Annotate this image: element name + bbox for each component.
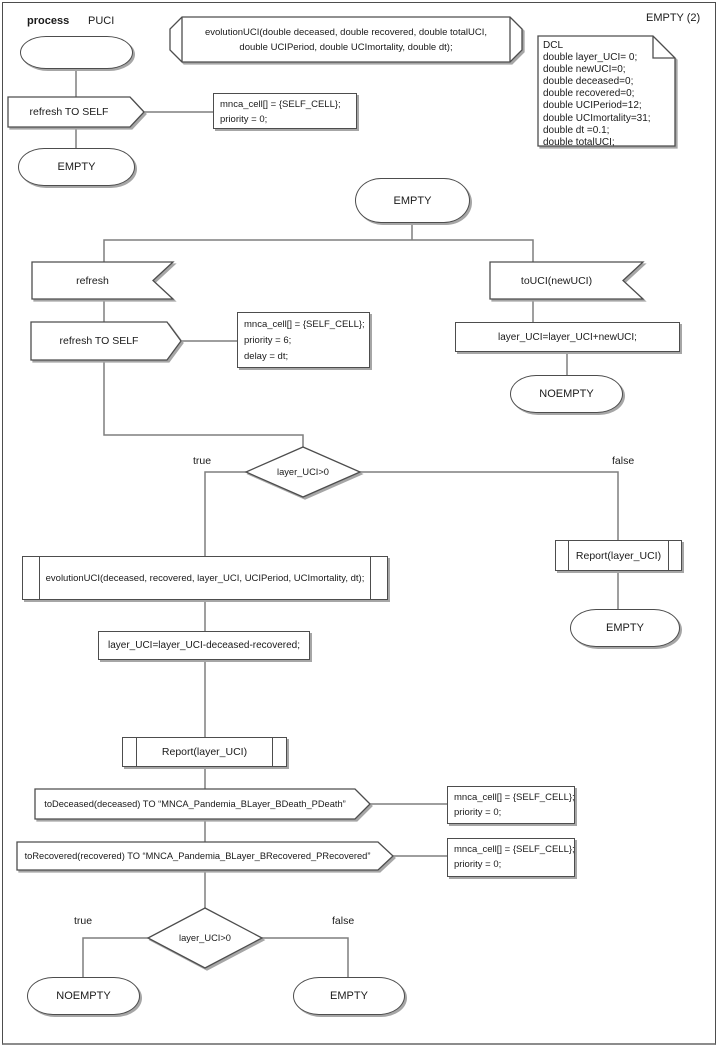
decision2-true-label: true [74, 915, 93, 927]
decision1-false-label: false [612, 455, 635, 467]
call-text: Report(layer_UCI) [575, 549, 662, 562]
state-label: EMPTY [330, 990, 368, 1002]
comment-line: mnca_cell[] = {SELF_CELL}; [454, 844, 575, 855]
page-state-label: EMPTY (2) [646, 12, 701, 24]
state-empty-bottom[interactable]: EMPTY [293, 977, 405, 1015]
input-refresh[interactable] [31, 261, 175, 300]
call-inner-lines [136, 737, 273, 767]
call-text: evolutionUCI(deceased, recovered, layer_… [45, 572, 365, 584]
call-report-true[interactable]: Report(layer_UCI) [122, 737, 287, 767]
output-to-recovered-label: toRecovered(recovered) TO “MNCA_Pandemia… [24, 851, 371, 861]
connector-to-decision1 [103, 360, 304, 448]
dcl-line: double UCIPeriod=12; [543, 100, 642, 112]
comment-line: mnca_cell[] = {SELF_CELL}; [454, 792, 575, 803]
dcl-line: DCL [543, 40, 564, 51]
decision2-false-label: false [332, 915, 355, 927]
connector-decision1-false [360, 471, 619, 540]
decision1-condition: layer_UCI>0 [277, 467, 329, 477]
state-label: EMPTY [393, 194, 432, 207]
call-inner-lines [568, 540, 669, 571]
state-label: NOEMPTY [56, 990, 111, 1002]
call-report-false[interactable]: Report(layer_UCI) [555, 540, 682, 571]
dcl-line: double newUCI=0; [543, 64, 626, 76]
output-to-deceased[interactable] [34, 788, 371, 820]
dcl-line: double recovered=0; [543, 88, 635, 100]
state-noempty-right[interactable]: NOEMPTY [510, 375, 623, 413]
task-subtract[interactable]: layer_UCI=layer_UCI-deceased-recovered; [98, 631, 310, 660]
process-keyword: process [27, 15, 70, 27]
state-empty-false[interactable]: EMPTY [570, 609, 680, 647]
process-name: PUCI [88, 15, 115, 27]
connector-decision1-true [204, 471, 246, 556]
comment-line: priority = 0; [220, 114, 268, 125]
comment-line: mnca_cell[] = {SELF_CELL}; [244, 319, 365, 330]
output-refresh-to-self-start[interactable] [7, 96, 145, 128]
dcl-line: double UCImortality=31; [543, 112, 651, 124]
output-to-recovered[interactable] [16, 841, 394, 871]
comment-box[interactable]: mnca_cell[] = {SELF_CELL}; priority = 6;… [237, 312, 370, 368]
state-empty-top[interactable]: EMPTY [18, 148, 135, 186]
call-text: Report(layer_UCI) [161, 746, 248, 758]
input-to-uci-label: toUCI(newUCI) [520, 274, 593, 287]
output-refresh-to-self-label: refresh TO SELF [59, 335, 139, 347]
dcl-line: double deceased=0; [543, 76, 634, 88]
dcl-text: DCL double layer_UCI= 0; double newUCI=0… [538, 38, 678, 149]
state-label: EMPTY [606, 622, 644, 634]
comment-line: priority = 0; [454, 859, 502, 870]
comment-line: priority = 0; [454, 807, 502, 818]
input-to-uci[interactable] [489, 261, 645, 300]
comment-line: mnca_cell[] = {SELF_CELL}; [220, 99, 341, 110]
state-noempty-bottom[interactable]: NOEMPTY [27, 977, 140, 1015]
start-state-symbol[interactable] [20, 36, 133, 69]
task-text: layer_UCI=layer_UCI-deceased-recovered; [107, 640, 301, 651]
decision2-condition: layer_UCI>0 [179, 933, 231, 943]
state-label: EMPTY [57, 161, 96, 173]
comment-box[interactable]: mnca_cell[] = {SELF_CELL}; priority = 0; [213, 93, 357, 129]
comment-box[interactable]: mnca_cell[] = {SELF_CELL}; priority = 0; [447, 786, 575, 824]
dcl-line: double totalUCI; [543, 136, 615, 148]
procedure-declaration-text: evolutionUCI(double deceased, double rec… [184, 18, 508, 61]
decision1-true-label: true [193, 455, 212, 467]
connector-decision2-false [262, 937, 349, 977]
call-evolution-uci[interactable]: evolutionUCI(deceased, recovered, layer_… [22, 556, 388, 600]
comment-box[interactable]: mnca_cell[] = {SELF_CELL}; priority = 0; [447, 838, 575, 877]
procedure-declaration-line2: double UCIPeriod, double UCImortality, d… [239, 41, 453, 53]
task-add-newuci[interactable]: layer_UCI=layer_UCI+newUCI; [455, 322, 680, 352]
task-text: layer_UCI=layer_UCI+newUCI; [498, 331, 637, 343]
comment-line: delay = dt; [244, 351, 289, 362]
decision2-diamond[interactable] [146, 907, 264, 969]
output-to-deceased-label: toDeceased(deceased) TO “MNCA_Pandemia_B… [44, 799, 346, 809]
output-refresh-to-self[interactable] [30, 321, 182, 361]
dcl-text-symbol[interactable] [537, 35, 676, 147]
connector-branch-split [103, 239, 534, 262]
decision1-diamond[interactable] [244, 446, 362, 498]
dcl-line: double layer_UCI= 0; [543, 52, 638, 64]
input-refresh-label: refresh [76, 274, 109, 287]
output-refresh-to-self-start-label: refresh TO SELF [29, 106, 109, 118]
connector-decision2-true [82, 937, 148, 977]
dcl-line: double dt =0.1; [543, 124, 610, 136]
call-inner-lines [39, 556, 371, 600]
state-empty-main[interactable]: EMPTY [355, 178, 470, 223]
comment-line: priority = 6; [244, 335, 292, 346]
procedure-declaration-line1: evolutionUCI(double deceased, double rec… [204, 26, 487, 38]
folded-corner-icon [652, 36, 675, 59]
state-label: NOEMPTY [539, 388, 594, 400]
